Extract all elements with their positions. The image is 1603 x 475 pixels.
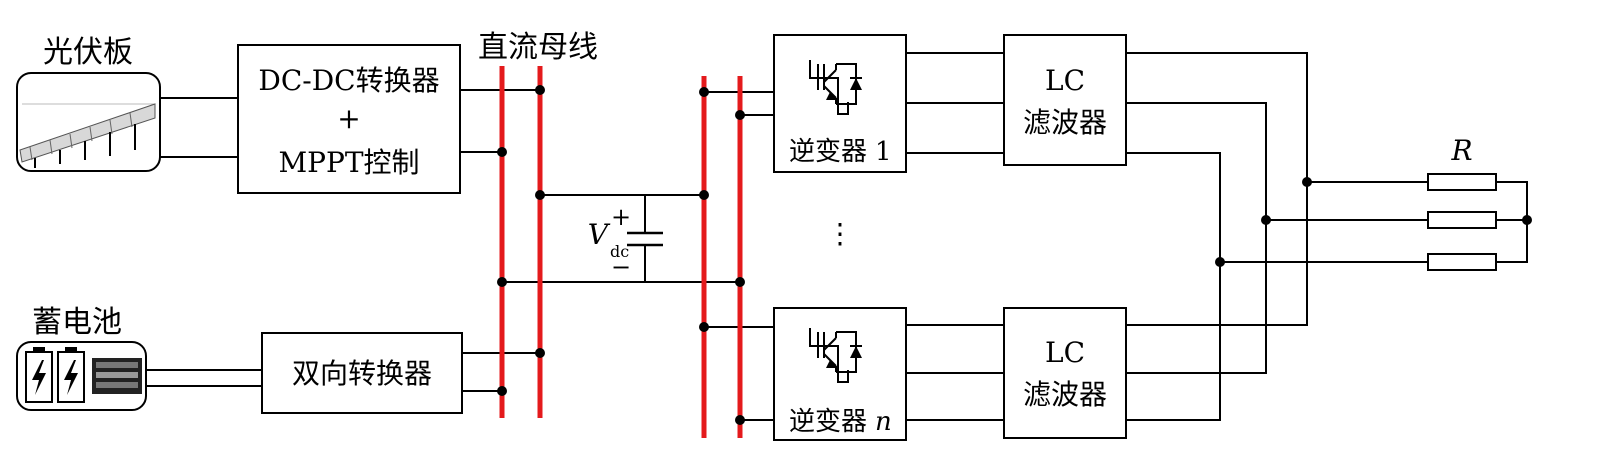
resistor-phase-c [1427, 253, 1497, 271]
battery-stack-icon [92, 358, 142, 394]
solar-array-icon [19, 103, 156, 168]
capacitor-minus-label: − [611, 253, 631, 281]
inverter-1-label: 逆变器 [789, 137, 867, 167]
battery-cell-icon [25, 347, 53, 403]
battery-label: 蓄电池 [32, 305, 122, 340]
junction-dots [497, 85, 1532, 425]
diode-icon [850, 346, 862, 358]
battery-cell-icon [57, 347, 85, 403]
mppt-control-label: MPPT控制 [278, 146, 419, 179]
lc-filter-1-title: LC [1045, 64, 1085, 97]
lc-filter-2-subtitle: 滤波器 [1023, 378, 1107, 411]
lc-filter-2-title: LC [1045, 336, 1085, 369]
igbt-arrow [826, 92, 838, 100]
battery-bank [16, 341, 147, 411]
resistor-load [1427, 173, 1497, 271]
inverter-1-index: 1 [875, 137, 892, 167]
resistor-phase-a [1427, 173, 1497, 191]
resistor-label: R [1450, 134, 1472, 167]
capacitor-voltage-subscript: dc [610, 242, 629, 261]
igbt-arrow [826, 360, 838, 368]
bidirectional-converter-label: 双向转换器 [292, 357, 432, 390]
diode-icon [850, 78, 862, 90]
ellipsis: ⋮ [826, 217, 854, 250]
bidirectional-converter-box [261, 332, 463, 414]
dc-bus-label: 直流母线 [478, 30, 598, 65]
pv-panel-label: 光伏板 [43, 35, 133, 70]
dc-bus-bars [499, 66, 743, 438]
inverter-n-label: 逆变器 [789, 407, 867, 437]
resistor-phase-b [1427, 211, 1497, 229]
capacitor-voltage-label: V [588, 218, 611, 251]
lc-filter-1-box [1003, 34, 1127, 166]
inverter-n-index: n [875, 407, 892, 437]
lc-filter-2-box [1003, 307, 1127, 439]
dcdc-plus-label: + [337, 102, 360, 135]
capacitor-plus-label: + [611, 203, 631, 231]
dcdc-converter-box [237, 44, 461, 194]
inverter-n-box [773, 307, 907, 441]
lc-filter-1-subtitle: 滤波器 [1023, 106, 1107, 139]
dcdc-converter-label: DC-DC转换器 [258, 64, 439, 97]
pv-panel [16, 72, 161, 172]
